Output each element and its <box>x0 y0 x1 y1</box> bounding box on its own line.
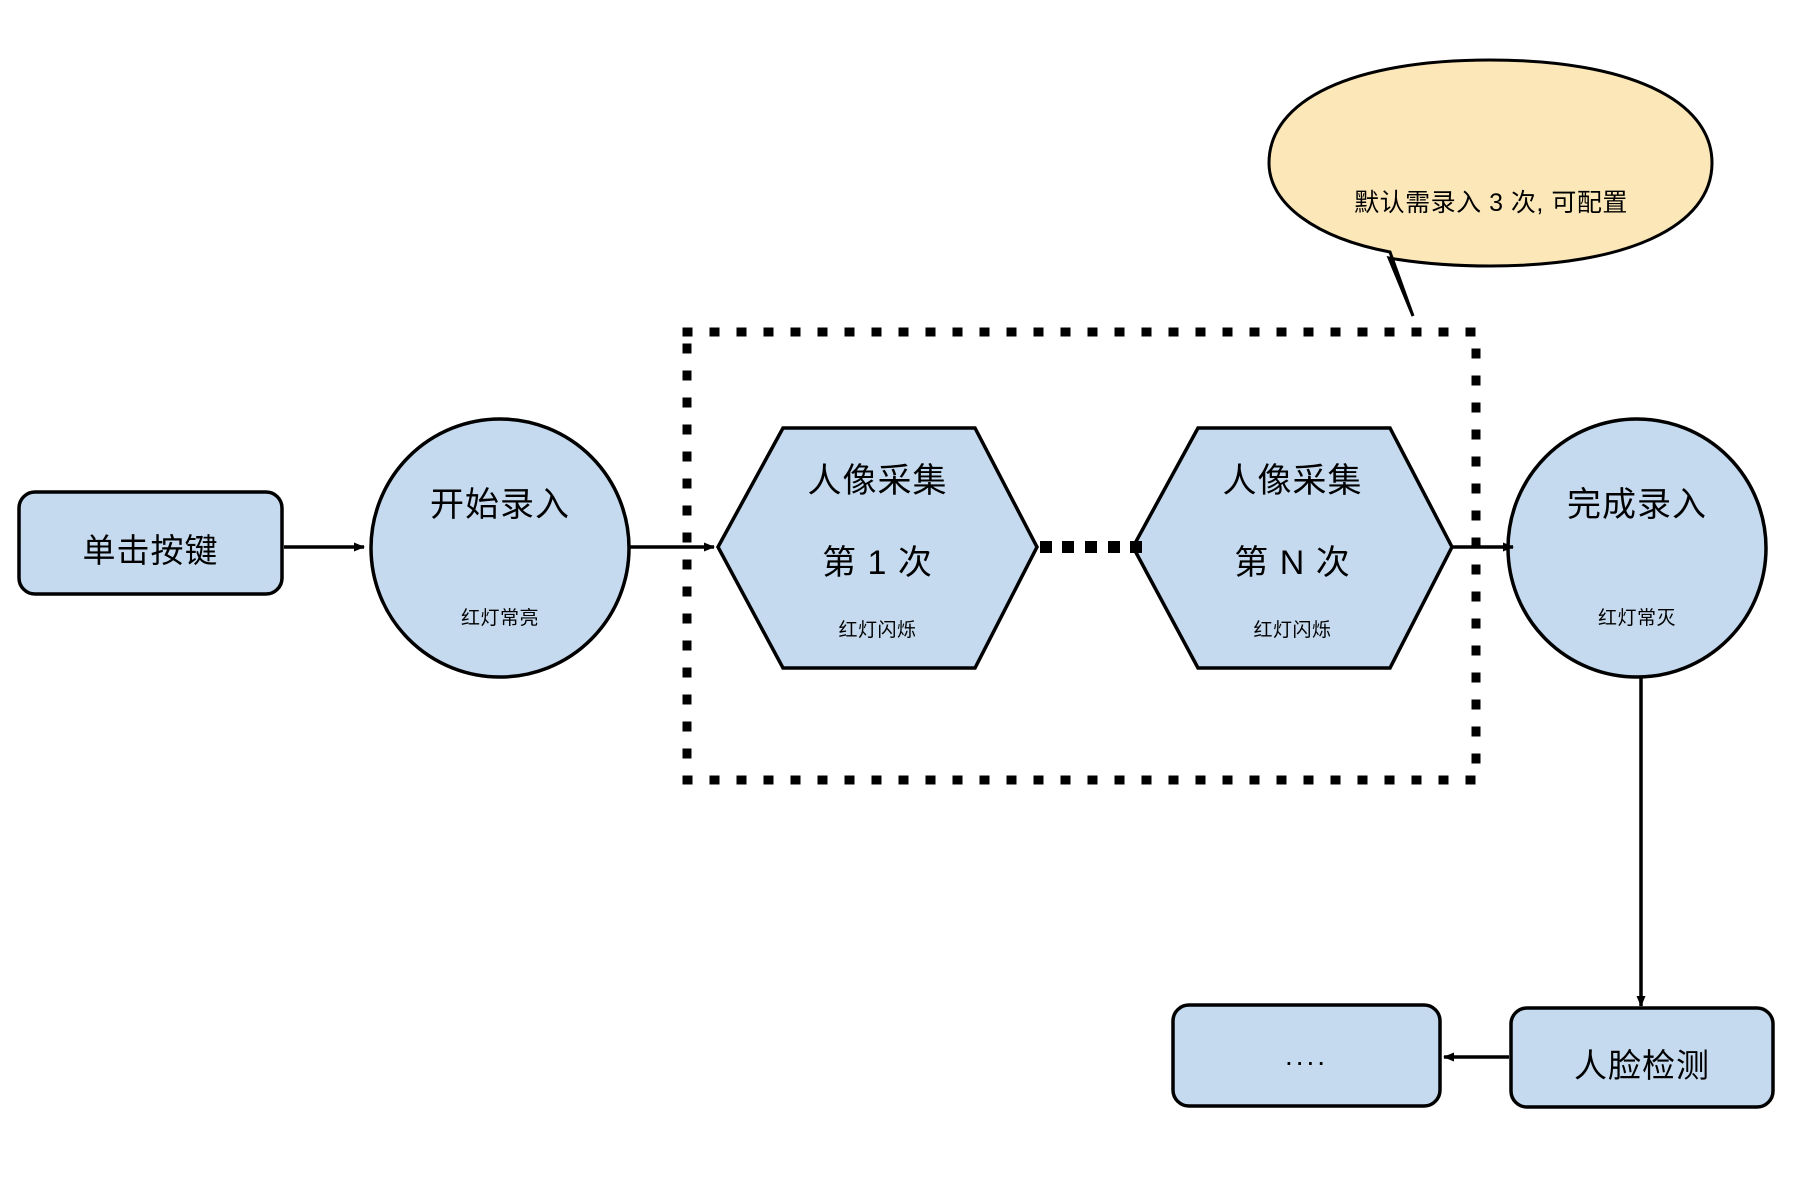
callout-balloon <box>1267 58 1714 317</box>
node-face-detect[interactable] <box>1509 1006 1775 1109</box>
node-more[interactable] <box>1171 1003 1442 1108</box>
node-capture-first[interactable] <box>716 426 1039 670</box>
node-click-key[interactable] <box>17 490 284 596</box>
node-capture-nth[interactable] <box>1131 426 1454 670</box>
capture-repeat-ellipsis <box>1040 541 1142 553</box>
node-start-enroll[interactable] <box>369 417 631 679</box>
node-finish-enroll[interactable] <box>1506 417 1768 679</box>
